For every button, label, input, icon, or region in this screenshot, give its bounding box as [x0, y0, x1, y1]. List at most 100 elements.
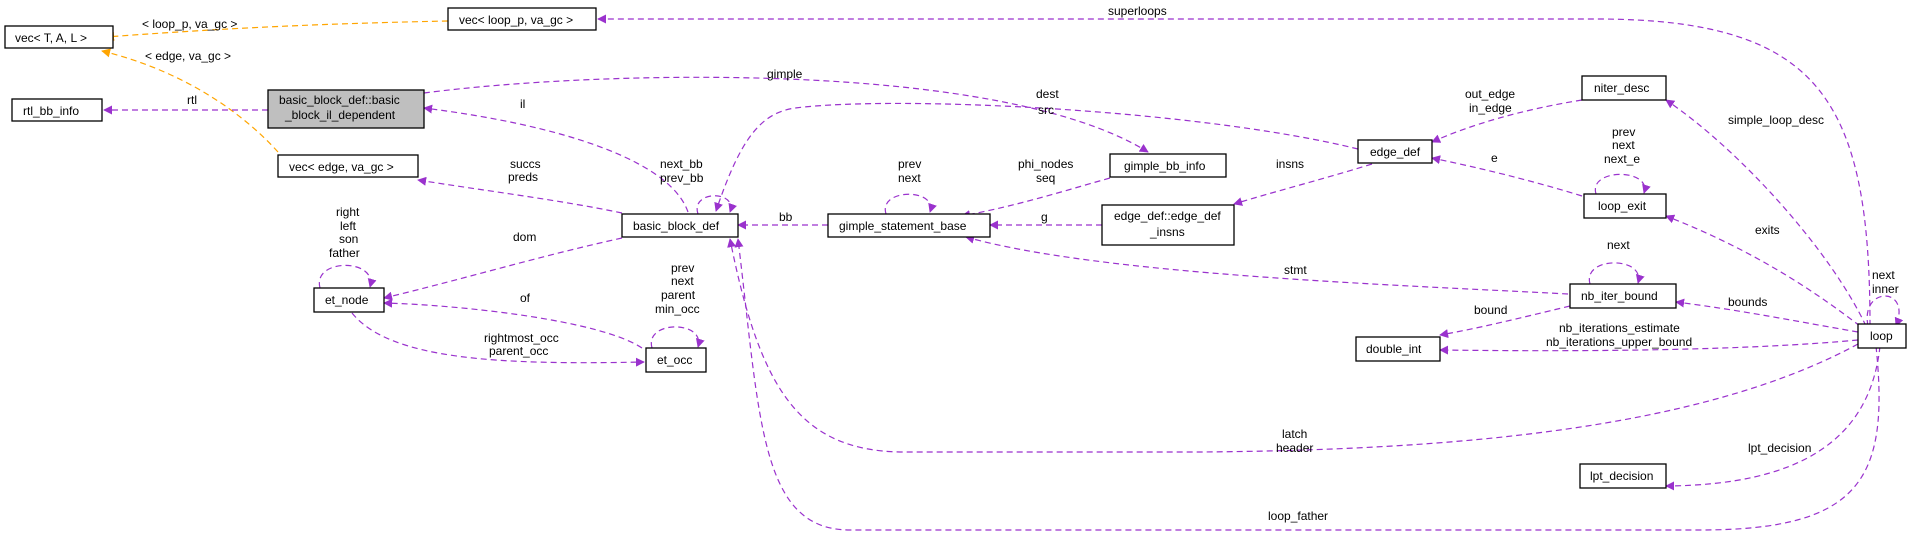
label-son: son [339, 232, 358, 246]
edge-dest-src [714, 102, 1359, 212]
edge-bounds [1675, 298, 1859, 333]
edge-bound [1439, 305, 1571, 339]
label-dest: dest [1036, 87, 1059, 101]
edge-il [423, 104, 689, 213]
label-simple-loop-desc: simple_loop_desc [1728, 113, 1824, 127]
label-insns: insns [1276, 157, 1304, 171]
label-preds: preds [508, 170, 538, 184]
node-double-int-label: double_int [1366, 342, 1422, 356]
node-niter-desc[interactable]: niter_desc [1581, 75, 1667, 101]
edge-etocc-self [650, 326, 705, 349]
edge-e [1431, 155, 1583, 197]
edge-succs-preds [417, 176, 623, 214]
edge-dom [383, 237, 623, 301]
edge-labels: < loop_p, va_gc > < edge, va_gc > rtl il… [142, 4, 1899, 523]
node-nb-iter-bound[interactable]: nb_iter_bound [1569, 283, 1677, 309]
label-gsb-next: next [898, 171, 921, 185]
label-dom: dom [513, 230, 536, 244]
edge-exits [1665, 214, 1861, 327]
edge-simple-loop-desc [1665, 99, 1867, 327]
label-bb: bb [779, 210, 793, 224]
node-vec-loop-p-va-gc-label: vec< loop_p, va_gc > [459, 13, 573, 27]
node-basic-block-def-label: basic_block_def [633, 219, 720, 233]
label-out-edge: out_edge [1465, 87, 1515, 101]
label-loop-next: next [1872, 268, 1895, 282]
node-nb-iter-bound-label: nb_iter_bound [1581, 289, 1658, 303]
node-loop-exit[interactable]: loop_exit [1583, 193, 1667, 219]
label-loop-father: loop_father [1268, 509, 1328, 523]
label-nb-iterations-upper-bound: nb_iterations_upper_bound [1546, 335, 1692, 349]
node-edge-def[interactable]: edge_def [1357, 139, 1433, 164]
node-loop-label: loop [1870, 329, 1893, 343]
label-lpt-decision: lpt_decision [1748, 441, 1811, 455]
edge-stmt [965, 234, 1569, 295]
node-loop[interactable]: loop [1857, 323, 1907, 349]
edge-next-prev-bb [696, 195, 737, 215]
label-rtl: rtl [187, 93, 197, 107]
node-vec-loop-p-va-gc[interactable]: vec< loop_p, va_gc > [447, 7, 597, 31]
node-gimple-bb-info-label: gimple_bb_info [1124, 159, 1206, 173]
node-lpt-decision-label: lpt_decision [1590, 469, 1653, 483]
label-rightmost-occ: rightmost_occ [484, 331, 559, 345]
node-edge-def-insns-line1: edge_def::edge_def [1114, 209, 1221, 223]
node-gimple-bb-info[interactable]: gimple_bb_info [1109, 153, 1227, 178]
edge-vec-edge-template [101, 48, 279, 153]
edge-superloops [597, 14, 1871, 327]
node-gimple-statement-base-label: gimple_statement_base [839, 219, 967, 233]
node-basic-block-il-dependent-line1: basic_block_def::basic [279, 93, 400, 107]
label-seq: seq [1036, 171, 1055, 185]
label-gsb-prev: prev [898, 157, 921, 171]
node-basic-block-il-dependent[interactable]: basic_block_def::basic _block_il_depende… [267, 89, 425, 129]
label-stmt: stmt [1284, 263, 1307, 277]
label-parent-occ: parent_occ [489, 344, 548, 358]
node-vec-t-a-l[interactable]: vec< T, A, L > [4, 25, 114, 49]
node-vec-edge-va-gc-label: vec< edge, va_gc > [289, 160, 394, 174]
node-et-occ[interactable]: et_occ [645, 347, 707, 373]
label-gimple: gimple [767, 67, 803, 81]
label-occ-parent: parent [661, 288, 696, 302]
edge-gimple [423, 76, 1149, 153]
label-loop-p-va-gc: < loop_p, va_gc > [142, 17, 237, 31]
label-loop-inner: inner [1872, 282, 1899, 296]
label-occ-prev: prev [671, 261, 694, 275]
label-left: left [340, 219, 357, 233]
edge-gsb-self [884, 193, 937, 215]
label-g: g [1041, 210, 1048, 224]
node-gimple-statement-base[interactable]: gimple_statement_base [827, 213, 991, 238]
node-et-node-label: et_node [325, 293, 369, 307]
node-vec-t-a-l-label: vec< T, A, L > [15, 31, 87, 45]
node-rtl-bb-info[interactable]: rtl_bb_info [11, 98, 103, 122]
label-of: of [520, 291, 531, 305]
label-exits: exits [1755, 223, 1780, 237]
node-edge-def-insns[interactable]: edge_def::edge_def _insns [1101, 204, 1235, 246]
label-prev-bb: prev_bb [660, 171, 704, 185]
label-il: il [520, 97, 525, 111]
label-loopexit-next: next [1612, 138, 1635, 152]
label-loopexit-next-e: next_e [1604, 152, 1640, 166]
node-rtl-bb-info-label: rtl_bb_info [23, 104, 79, 118]
node-basic-block-il-dependent-line2: _block_il_dependent [284, 108, 396, 122]
label-edge-va-gc: < edge, va_gc > [145, 49, 231, 63]
edge-loop-self [1866, 295, 1904, 327]
node-et-node[interactable]: et_node [313, 287, 385, 313]
edge-loopexit-self [1594, 173, 1651, 195]
node-double-int[interactable]: double_int [1355, 336, 1441, 362]
node-edge-def-label: edge_def [1370, 145, 1421, 159]
edge-etnode-self [318, 264, 377, 289]
label-in-edge: in_edge [1469, 101, 1512, 115]
edge-phi-seq [961, 177, 1111, 219]
label-right: right [336, 205, 360, 219]
label-next-bb: next_bb [660, 157, 703, 171]
node-vec-edge-va-gc[interactable]: vec< edge, va_gc > [277, 154, 419, 178]
node-edge-def-insns-line2: _insns [1149, 225, 1185, 239]
edges [101, 14, 1904, 531]
edge-insns [1233, 163, 1373, 206]
node-lpt-decision[interactable]: lpt_decision [1579, 463, 1667, 489]
label-occ-next: next [671, 274, 694, 288]
node-basic-block-def[interactable]: basic_block_def [621, 213, 739, 238]
label-e: e [1491, 151, 1498, 165]
edge-out-in [1431, 99, 1583, 143]
label-phi-nodes: phi_nodes [1018, 157, 1073, 171]
node-loop-exit-label: loop_exit [1598, 199, 1647, 213]
